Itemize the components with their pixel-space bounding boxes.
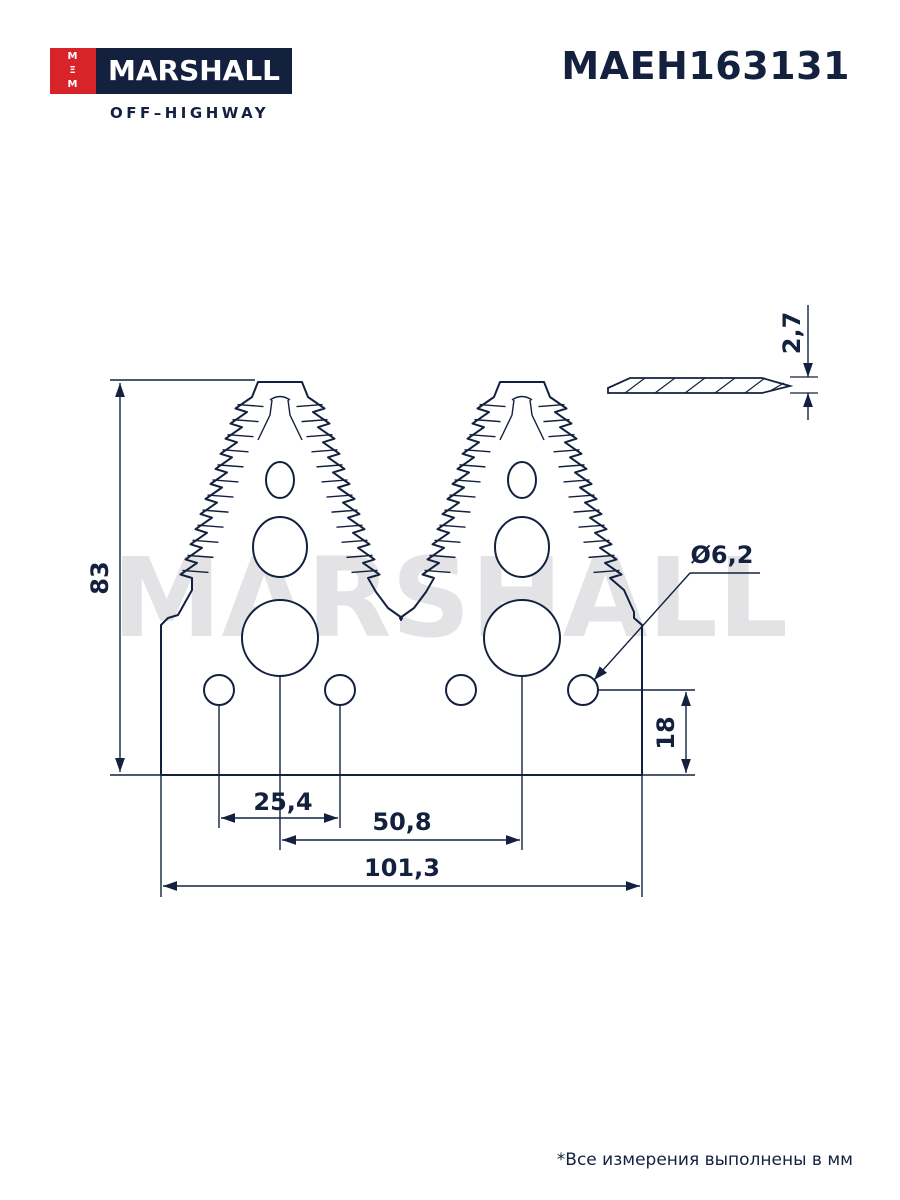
hole-height-dimension-lines <box>598 689 695 776</box>
part-number: MAEH163131 <box>561 44 850 88</box>
serration-line <box>439 524 466 528</box>
thickness-dimension: 2,7 <box>778 312 806 355</box>
holes <box>203 461 599 706</box>
serration-line <box>434 539 461 543</box>
serration-line <box>311 449 338 453</box>
serration-line <box>444 509 471 513</box>
serration-line <box>202 509 229 513</box>
height-dimension: 83 <box>86 561 114 594</box>
serration-line <box>197 524 224 528</box>
serration-line <box>479 403 506 408</box>
serration-line <box>573 509 600 513</box>
serration-line <box>351 569 378 574</box>
serration-line <box>593 569 620 574</box>
serration-line <box>553 449 580 453</box>
thickness-section <box>607 305 818 420</box>
watermark-text: MARSHALL <box>112 534 788 662</box>
large-hole-left <box>241 599 319 677</box>
serration-line <box>237 403 264 408</box>
mount-hole-4 <box>567 674 599 706</box>
serration-line <box>331 509 358 513</box>
serration-line <box>568 494 595 498</box>
serration-line <box>429 554 456 559</box>
width-dimension: 101,3 <box>364 854 440 882</box>
tooth-slot <box>499 395 545 441</box>
large-hole-right <box>483 599 561 677</box>
serration-line <box>449 494 476 498</box>
serration-line <box>192 539 219 543</box>
serration-line <box>321 479 348 483</box>
medium-hole-right <box>494 516 550 578</box>
serration-line <box>336 524 363 528</box>
serration-line <box>217 464 244 468</box>
blade-outline <box>160 381 643 776</box>
serration-line <box>232 418 259 423</box>
serration-line <box>227 434 254 438</box>
serration-line <box>459 464 486 468</box>
bottom-dimension-lines <box>160 676 643 897</box>
serration-line <box>222 449 249 453</box>
height-dimension-lines <box>110 379 255 776</box>
serration-line <box>563 479 590 483</box>
serration-line <box>454 479 481 483</box>
serration-line <box>346 554 373 559</box>
serration-line <box>474 418 501 423</box>
serration-line <box>316 464 343 468</box>
serration-line <box>306 434 333 438</box>
tooth-pitch-dimension: 50,8 <box>372 808 431 836</box>
mount-hole-1 <box>203 674 235 706</box>
serration-line <box>464 449 491 453</box>
serration-line <box>424 569 451 574</box>
brand-name: MARSHALL <box>96 48 292 94</box>
small-oval-hole-right <box>507 461 537 499</box>
serration-line <box>341 539 368 543</box>
hole-pitch-dimension: 25,4 <box>253 788 312 816</box>
serration-line <box>578 524 605 528</box>
medium-hole-left <box>252 516 308 578</box>
serration-lines <box>182 395 620 574</box>
diameter-leader <box>593 572 760 681</box>
serration-line <box>182 569 209 574</box>
mount-hole-2 <box>324 674 356 706</box>
units-footnote: *Все измерения выполнены в мм <box>556 1150 853 1170</box>
serration-line <box>326 494 353 498</box>
blade-body <box>160 381 643 776</box>
serration-line <box>588 554 615 559</box>
serration-line <box>548 434 575 438</box>
small-oval-hole-left <box>265 461 295 499</box>
serration-line <box>301 418 328 423</box>
serration-line <box>558 464 585 468</box>
serration-line <box>207 494 234 498</box>
hole-diameter-dimension: Ø6,2 <box>691 541 754 569</box>
serration-line <box>583 539 610 543</box>
serration-line <box>538 403 565 408</box>
hole-height-dimension: 18 <box>652 716 680 749</box>
serration-line <box>212 479 239 483</box>
serration-line <box>187 554 214 559</box>
serration-line <box>469 434 496 438</box>
tooth-slot <box>257 395 303 441</box>
serration-line <box>296 403 323 408</box>
serration-line <box>543 418 570 423</box>
brand-subtitle: OFF–HIGHWAY <box>110 104 270 122</box>
mount-hole-3 <box>445 674 477 706</box>
